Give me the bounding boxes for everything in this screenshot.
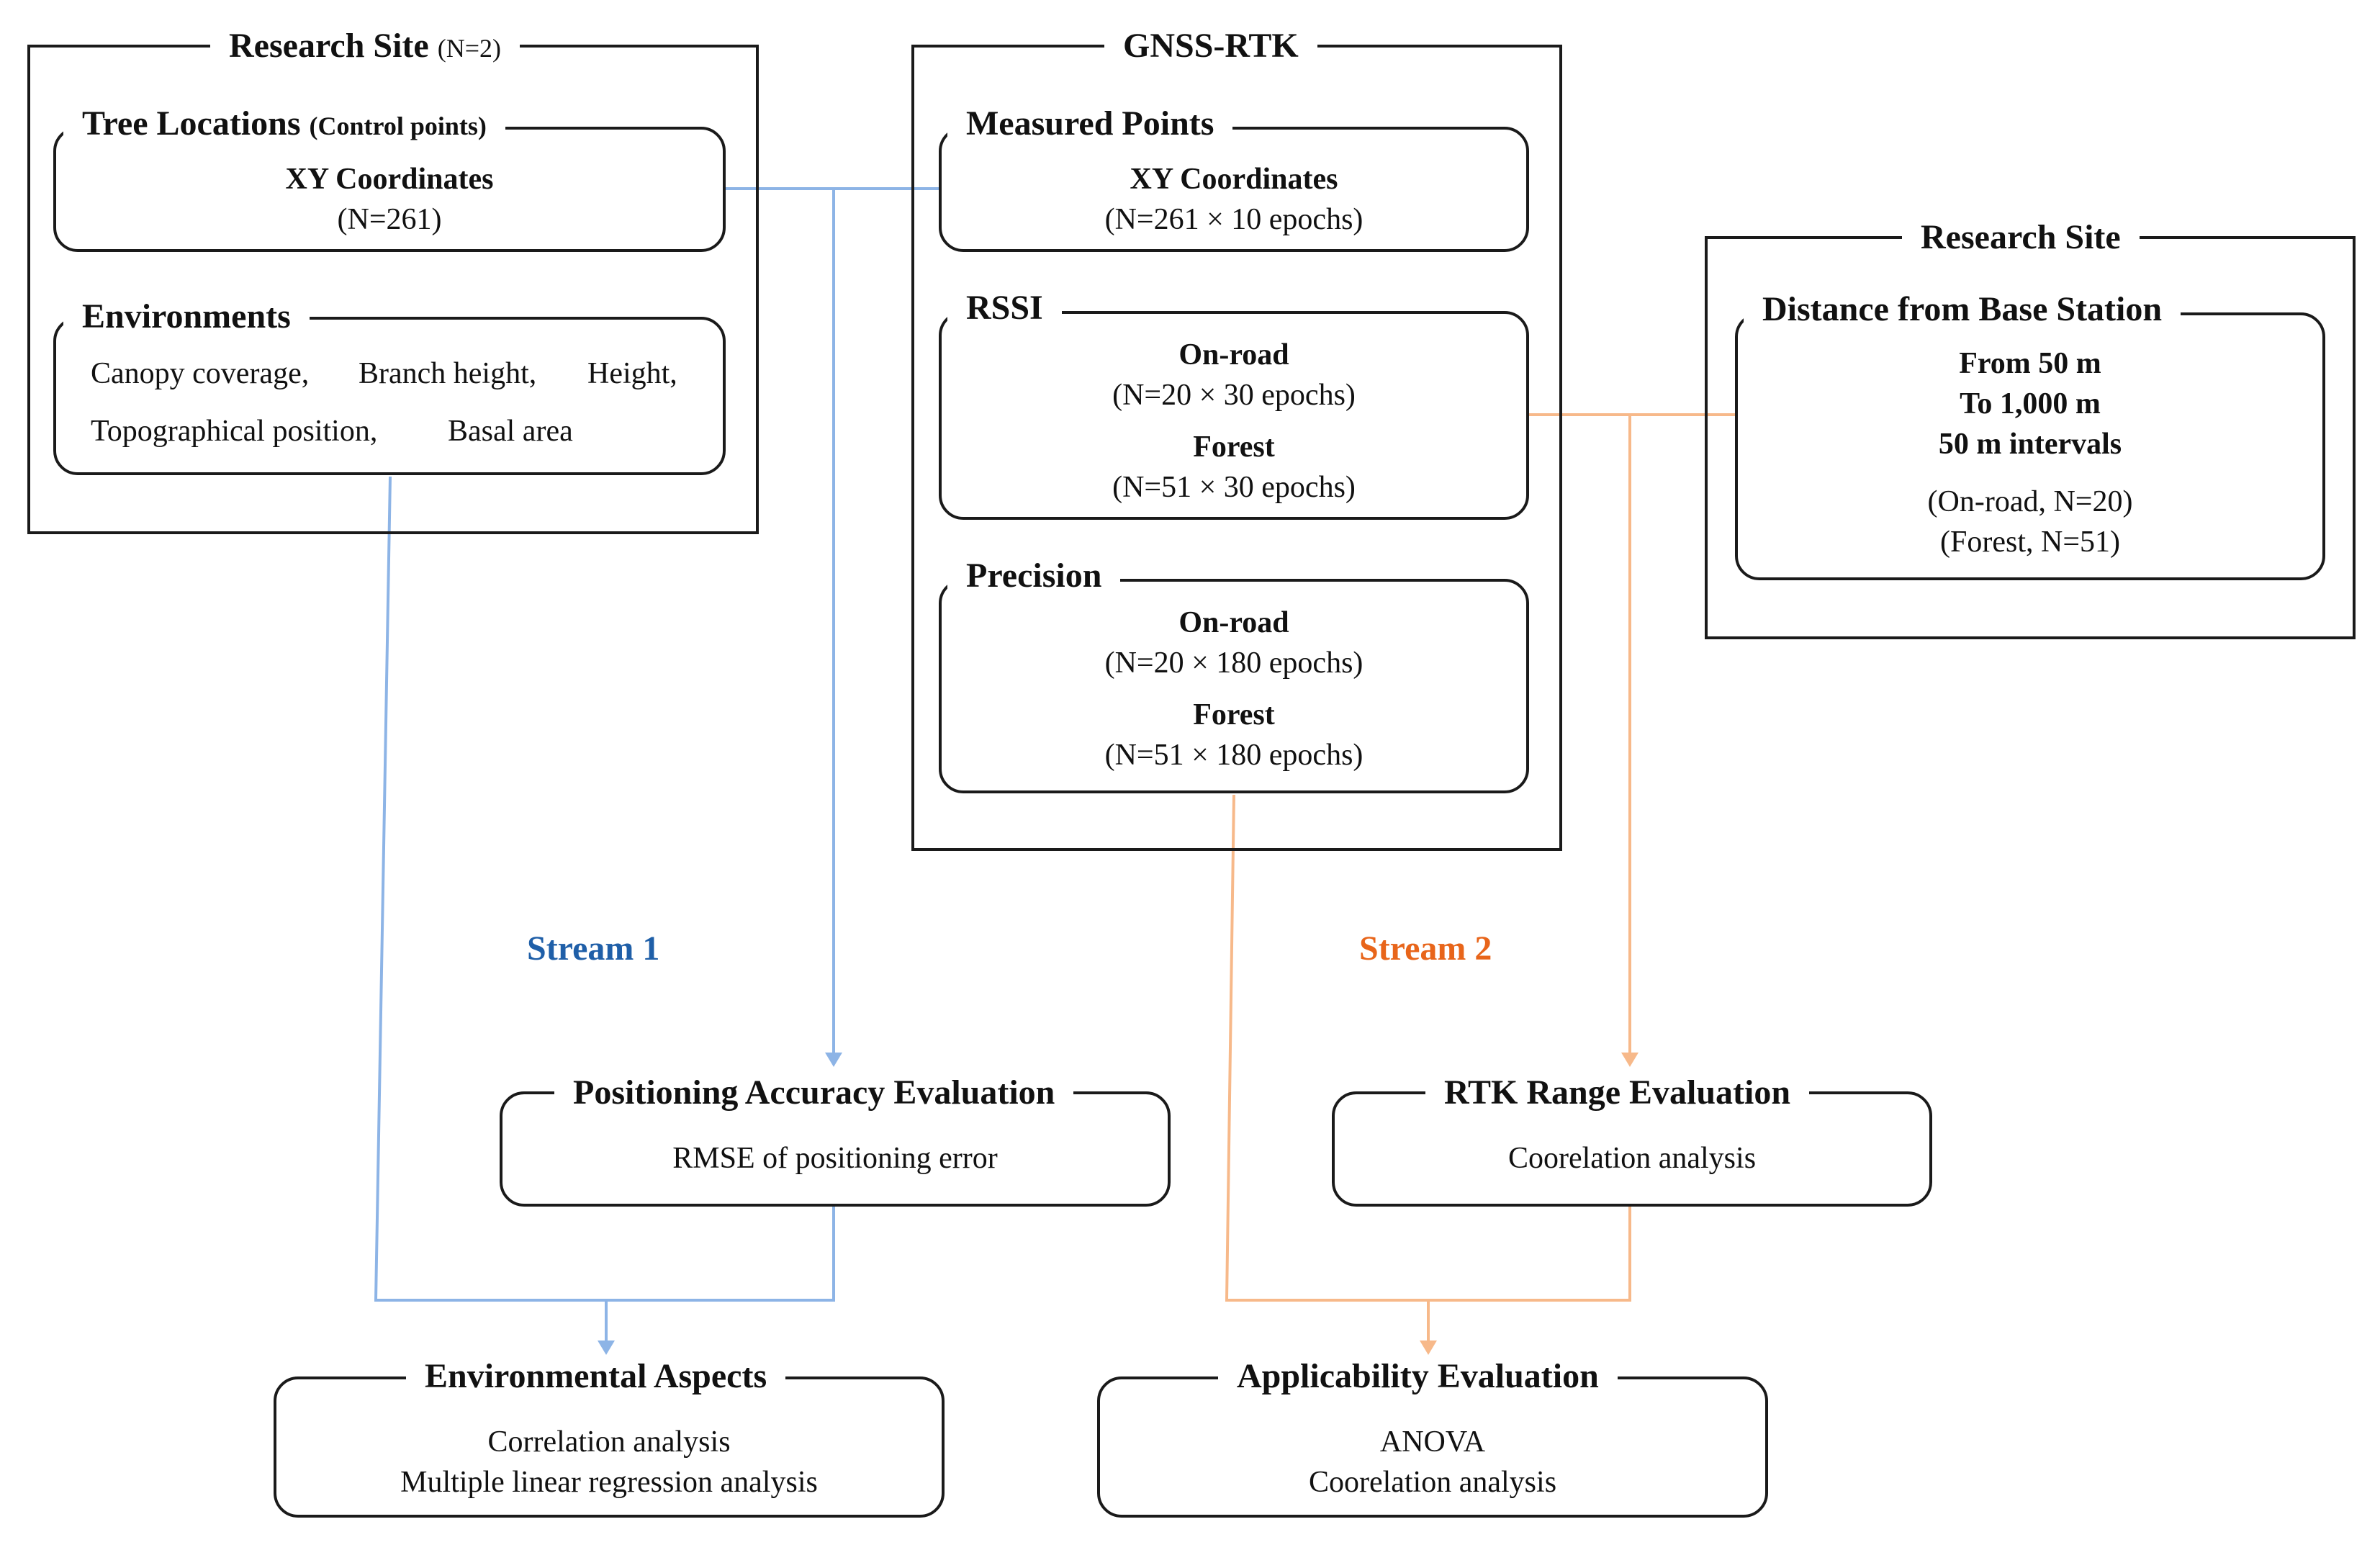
research-site-left-title-text: Research Site [229, 27, 429, 65]
distance-forest-count: (Forest, N=51) [1940, 526, 2120, 559]
env-canopy-coverage: Canopy coverage, [91, 357, 310, 390]
applicability-evaluation-line2: Coorelation analysis [1308, 1466, 1557, 1499]
rssi-title: RSSI [947, 288, 1062, 328]
environments-box [53, 317, 726, 475]
distance-title: Distance from Base Station [1744, 289, 2181, 330]
arrowhead-rtk-range [1621, 1053, 1638, 1067]
tree-locations-note: (Control points) [309, 112, 487, 140]
measured-points-box [939, 127, 1529, 252]
precision-onroad-count: (N=20 × 180 epochs) [1104, 646, 1363, 680]
distance-to: To 1,000 m [1960, 387, 2101, 420]
positioning-evaluation-body: RMSE of positioning error [672, 1142, 998, 1175]
arrowhead-environmental [598, 1341, 615, 1355]
rssi-box [939, 311, 1529, 520]
precision-forest-label: Forest [1193, 698, 1275, 731]
distance-interval: 50 m intervals [1938, 428, 2122, 461]
precision-forest-count: (N=51 × 180 epochs) [1104, 739, 1363, 772]
env-branch-height: Branch height, [359, 357, 537, 390]
arrowhead-applicability [1420, 1341, 1437, 1355]
environmental-aspects-title: Environmental Aspects [406, 1356, 786, 1397]
environmental-aspects-line1: Correlation analysis [487, 1425, 731, 1459]
research-site-right-title: Research Site [1902, 217, 2140, 258]
tree-locations-coords-label: XY Coordinates [285, 163, 494, 196]
precision-box [939, 579, 1529, 793]
tree-locations-title-text: Tree Locations [82, 104, 301, 143]
precision-title: Precision [947, 556, 1121, 596]
connector-precision-to-applicability [1225, 794, 1631, 1302]
env-basal-area: Basal area [448, 415, 573, 448]
stream-2-label: Stream 2 [1359, 929, 1492, 968]
rtk-range-evaluation-body: Coorelation analysis [1507, 1142, 1757, 1175]
environments-title: Environments [63, 297, 310, 337]
rssi-onroad-count: (N=20 × 30 epochs) [1112, 379, 1356, 412]
distance-from: From 50 m [1959, 347, 2101, 380]
rssi-onroad-label: On-road [1178, 338, 1289, 371]
gnss-rtk-title: GNSS-RTK [1104, 26, 1317, 66]
research-site-left-title: Research Site (N=2) [210, 26, 520, 68]
measured-points-count: (N=261 × 10 epochs) [1104, 203, 1363, 236]
measured-points-title: Measured Points [947, 104, 1233, 144]
measured-points-coords-label: XY Coordinates [1130, 163, 1338, 196]
applicability-evaluation-line1: ANOVA [1379, 1425, 1486, 1459]
rssi-forest-count: (N=51 × 30 epochs) [1112, 471, 1356, 504]
rssi-forest-label: Forest [1193, 431, 1275, 464]
arrowhead-positioning [825, 1053, 842, 1067]
precision-onroad-label: On-road [1178, 606, 1289, 639]
distance-onroad-count: (On-road, N=20) [1927, 485, 2133, 518]
environmental-aspects-line2: Multiple linear regression analysis [400, 1466, 818, 1499]
applicability-evaluation-title: Applicability Evaluation [1218, 1356, 1618, 1397]
tree-locations-title: Tree Locations (Control points) [63, 104, 505, 146]
research-site-left-count: (N=2) [437, 34, 501, 63]
env-height: Height, [587, 357, 677, 390]
stream-1-label: Stream 1 [527, 929, 660, 968]
tree-locations-count: (N=261) [337, 203, 442, 236]
rtk-range-evaluation-title: RTK Range Evaluation [1425, 1073, 1810, 1113]
env-topographical-position: Topographical position, [91, 415, 378, 448]
positioning-evaluation-title: Positioning Accuracy Evaluation [554, 1073, 1074, 1113]
